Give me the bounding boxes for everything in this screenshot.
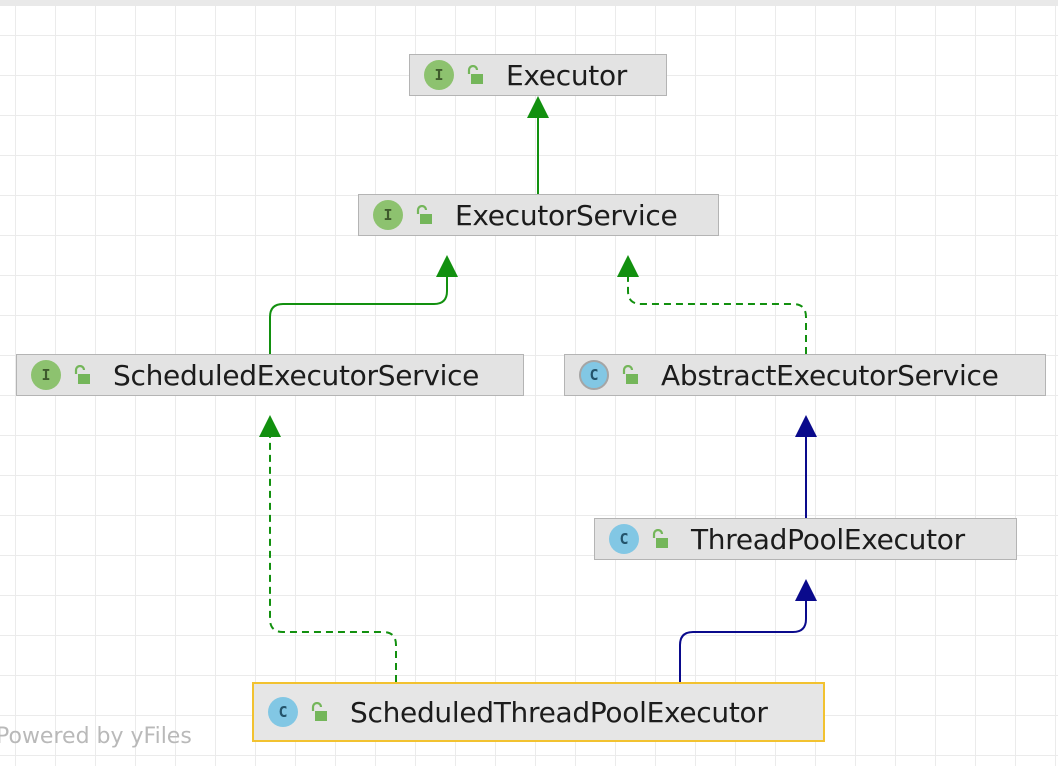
node-executorservice[interactable]: I ExecutorService	[358, 194, 719, 236]
node-label: ScheduledThreadPoolExecutor	[350, 695, 768, 729]
node-scheduledthreadpoolexecutor[interactable]: C ScheduledThreadPoolExecutor	[252, 682, 825, 742]
public-lock-icon	[622, 365, 638, 384]
class-icon: C	[268, 697, 298, 727]
arrowhead-scheduledexecutorservice	[259, 415, 281, 437]
class-icon: C	[609, 524, 639, 554]
node-label: ScheduledExecutorService	[113, 358, 480, 392]
edge-scheduledthreadpoolexecutor-to-scheduledexecutorservice	[269, 437, 397, 682]
interface-icon: I	[373, 200, 403, 230]
edge-scheduledthreadpoolexecutor-to-threadpoolexecutor	[679, 601, 807, 682]
node-scheduledexecutorservice[interactable]: I ScheduledExecutorService	[16, 354, 524, 396]
interface-icon: I	[31, 360, 61, 390]
arrowhead-threadpoolexecutor	[795, 579, 817, 601]
top-border	[0, 0, 1058, 6]
node-label: ExecutorService	[455, 198, 678, 232]
public-lock-icon	[74, 365, 90, 384]
node-executor[interactable]: I Executor	[409, 54, 667, 96]
edge-abstractexecutorservice-to-executorservice	[627, 277, 807, 354]
arrowhead-abstractexecutorservice	[795, 415, 817, 437]
arrowhead-executorservice-left	[436, 255, 458, 277]
node-threadpoolexecutor[interactable]: C ThreadPoolExecutor	[594, 518, 1017, 560]
public-lock-icon	[416, 205, 432, 224]
node-abstractexecutorservice[interactable]: C AbstractExecutorService	[564, 354, 1046, 396]
node-label: AbstractExecutorService	[661, 358, 999, 392]
yfiles-watermark: Powered by yFiles	[0, 724, 192, 749]
node-label: ThreadPoolExecutor	[691, 522, 965, 556]
public-lock-icon	[652, 529, 668, 548]
public-lock-icon	[467, 65, 483, 84]
arrowhead-executorservice-right	[617, 255, 639, 277]
abstract-class-icon: C	[579, 360, 609, 390]
interface-icon: I	[424, 60, 454, 90]
node-label: Executor	[506, 58, 627, 92]
edge-scheduledexecutorservice-to-executorservice	[269, 277, 448, 354]
public-lock-icon	[311, 702, 327, 721]
arrowhead-executor	[527, 96, 549, 118]
